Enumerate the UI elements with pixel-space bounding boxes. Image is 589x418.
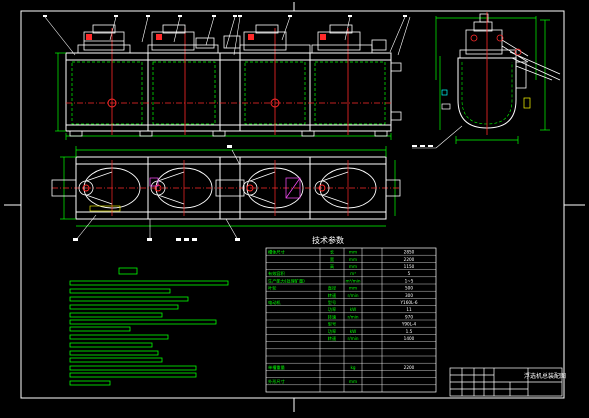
table-cell-c: 1~5 xyxy=(405,278,414,283)
title-block-name: 浮选机总装配图 xyxy=(524,372,566,380)
table-cell-c: 2200 xyxy=(404,365,415,370)
table-cell-label: 单槽重量 xyxy=(268,364,285,371)
table-cell-c: Y90L-4 xyxy=(401,322,417,327)
title-block xyxy=(449,367,563,397)
table-cell-a: 转速 xyxy=(328,313,337,320)
table-cell-c: 300 xyxy=(405,293,413,298)
side-view xyxy=(412,12,561,149)
table-cell-c: 5 xyxy=(408,271,411,276)
table-cell-c: 1150 xyxy=(404,264,415,269)
table-cell-c: 11 xyxy=(406,307,412,312)
plan-view xyxy=(51,145,401,241)
parameter-table: 技术参数 槽体尺寸 长 mm 2850 宽 mm 2200 高 mm 1150 有效容积 m³ 5 生产能… xyxy=(265,235,437,393)
drawing-border xyxy=(4,2,585,412)
table-cell-b: m³ xyxy=(350,271,356,276)
table-cell-label: 槽体尺寸 xyxy=(268,249,285,256)
table-cell-a: 直径 xyxy=(328,285,336,291)
table-cell-label: 电动机 xyxy=(268,299,281,306)
table-cell-b: mm xyxy=(349,379,357,384)
table-cell-b: r/min xyxy=(347,293,358,298)
table-cell-a: 高 xyxy=(330,263,334,270)
table-cell-a: 转速 xyxy=(328,335,337,342)
table-cell-c: 1400 xyxy=(404,336,415,341)
table-cell-a: 长 xyxy=(330,249,335,256)
table-cell-a: 功率 xyxy=(328,328,336,335)
table-cell-label: 叶轮 xyxy=(268,285,277,292)
table-cell-b: kg xyxy=(350,365,355,370)
table-cell-b: r/min xyxy=(347,314,358,319)
table-cell-c: 500 xyxy=(405,286,413,291)
table-cell-a: 型号 xyxy=(328,299,336,306)
table-cell-b: m³/min xyxy=(345,278,360,283)
table-title: 技术参数 xyxy=(312,235,344,245)
table-cell-c: 2850 xyxy=(404,250,415,255)
table-cell-a: 功率 xyxy=(328,306,336,313)
table-cell-label: 有效容积 xyxy=(268,270,285,277)
table-cell-c: 970 xyxy=(405,314,413,319)
table-cell-b: kW xyxy=(350,307,357,312)
table-cell-c: 2200 xyxy=(404,257,415,262)
table-grid: 槽体尺寸 长 mm 2850 宽 mm 2200 高 mm 1150 有效容积 m³ 5 生产能力(处理矿… xyxy=(265,247,437,393)
table-cell-b: mm xyxy=(349,286,357,291)
drive-unit-4 xyxy=(311,24,387,54)
drive-unit-3 xyxy=(223,24,311,54)
table-cell-b: r/min xyxy=(347,336,358,341)
table-cell-b: mm xyxy=(349,250,357,255)
table-cell-a: 型号 xyxy=(328,321,336,328)
table-cell-b: kW xyxy=(350,329,357,334)
table-cell-label: 外形尺寸 xyxy=(268,378,285,385)
table-cell-a: 转速 xyxy=(328,292,337,299)
drive-unit-2 xyxy=(147,24,219,54)
technical-notes xyxy=(69,267,229,386)
table-cell-b: mm xyxy=(349,257,357,262)
table-cell-a: 宽 xyxy=(330,256,335,263)
table-cell-c: 1.5 xyxy=(406,329,413,334)
table-cell-label: 生产能力(处理矿量) xyxy=(268,277,305,284)
drive-unit-1 xyxy=(77,24,131,54)
table-cell-c: Y160L-6 xyxy=(400,300,418,305)
table-cell-b: mm xyxy=(349,264,357,269)
front-view xyxy=(43,15,411,140)
